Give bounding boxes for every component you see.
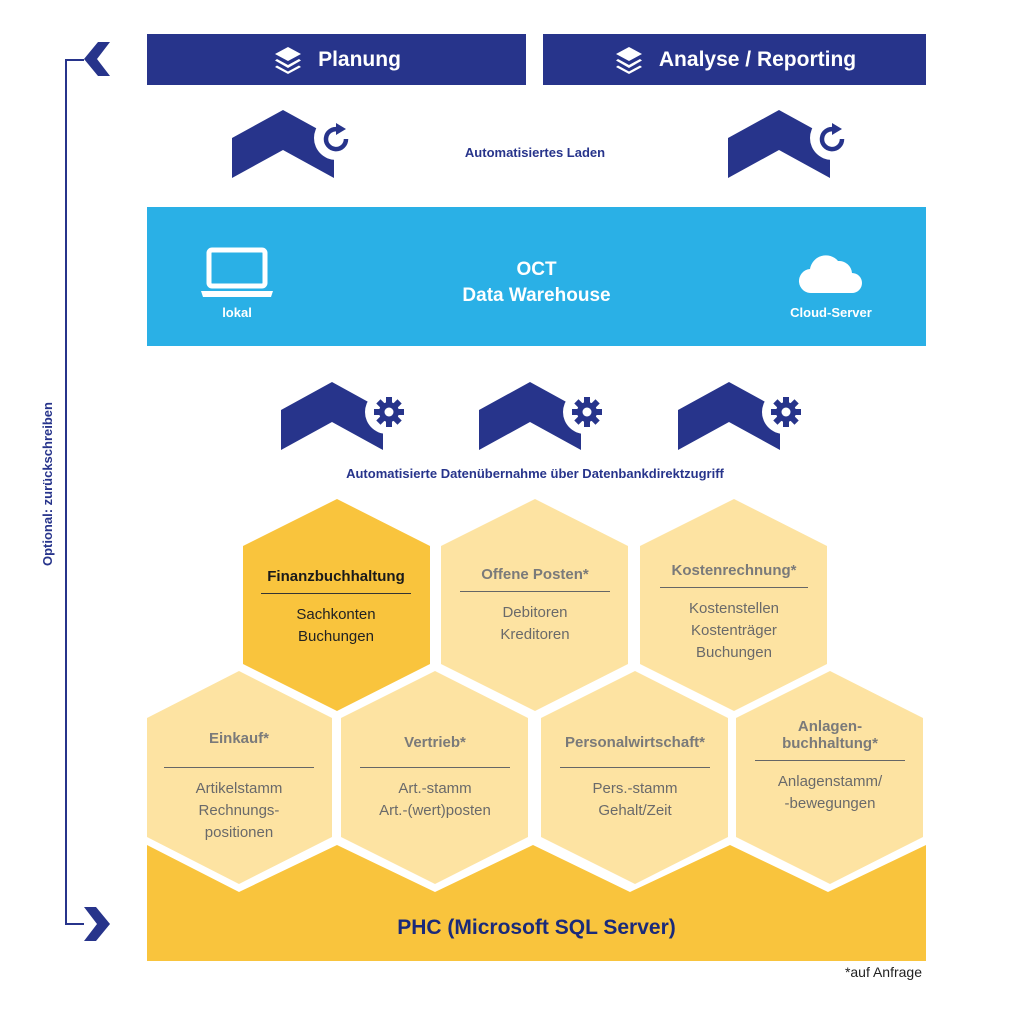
finanz-line1: Sachkonten bbox=[296, 606, 376, 623]
personal-line2: Gehalt/Zeit bbox=[598, 802, 672, 819]
anlagen-content: Anlagen- buchhaltung* Anlagenstamm/ -bew… bbox=[745, 718, 915, 815]
hex-vertrieb bbox=[341, 671, 528, 884]
personal-content: Personalwirtschaft* Pers.-stamm Gehalt/Z… bbox=[548, 734, 722, 822]
dwh-title-line2: Data Warehouse bbox=[462, 285, 611, 306]
up-chevron-icon bbox=[678, 382, 780, 450]
hex-kostenrechnung bbox=[640, 499, 827, 711]
anlagen-title-line2: buchhaltung* bbox=[782, 735, 878, 752]
vertrieb-title: Vertrieb* bbox=[404, 734, 466, 751]
up-chevron-icon bbox=[281, 382, 383, 450]
hex-einkauf bbox=[147, 671, 332, 884]
divider bbox=[164, 767, 314, 768]
transfer-arrow-1 bbox=[281, 382, 409, 450]
hex-anlagenbuchhaltung bbox=[736, 671, 923, 884]
load-arrow-right bbox=[728, 110, 854, 178]
vertrieb-content: Vertrieb* Art.-stamm Art.-(wert)posten bbox=[350, 734, 520, 822]
anlagen-line2: -bewegungen bbox=[784, 795, 876, 812]
transfer-label: Automatisierte Datenübernahme über Daten… bbox=[346, 466, 724, 481]
einkauf-line2: Rechnungs- bbox=[198, 802, 280, 819]
analyse-bar: Analyse / Reporting bbox=[543, 34, 926, 85]
up-chevron-icon bbox=[728, 110, 830, 178]
data-warehouse-box: lokal OCT Data Warehouse Cloud-Server bbox=[147, 207, 926, 346]
divider bbox=[261, 593, 411, 594]
gear-icon bbox=[572, 397, 602, 427]
einkauf-line3: positionen bbox=[204, 824, 274, 841]
loading-label: Automatisiertes Laden bbox=[464, 145, 606, 160]
writeback-bracket bbox=[65, 42, 110, 941]
gear-icon bbox=[771, 397, 801, 427]
laptop-icon bbox=[201, 247, 273, 297]
reload-icon bbox=[323, 126, 349, 152]
divider bbox=[560, 767, 710, 768]
local-label: lokal bbox=[222, 305, 252, 320]
kosten-line1: Kostenstellen bbox=[688, 600, 780, 617]
divider bbox=[755, 760, 905, 761]
vertrieb-line1: Art.-stamm bbox=[398, 780, 472, 797]
hex-offene-posten bbox=[441, 499, 628, 711]
chevron-left-icon bbox=[84, 42, 110, 76]
up-chevron-icon bbox=[479, 382, 581, 450]
offene-content: Offene Posten* Debitoren Kreditoren bbox=[450, 566, 620, 646]
hex-finanzbuchhaltung bbox=[243, 499, 430, 711]
up-chevron-icon bbox=[232, 110, 334, 178]
layers-icon bbox=[615, 46, 642, 74]
dwh-title-line1: OCT bbox=[516, 259, 557, 280]
divider bbox=[460, 591, 610, 592]
gear-icon bbox=[374, 397, 404, 427]
kosten-content: Kostenrechnung* Kostenstellen Kostenträg… bbox=[648, 562, 820, 664]
planung-bar: Planung bbox=[147, 34, 526, 85]
cloud-server-label: Cloud-Server bbox=[790, 305, 872, 320]
kosten-line2: Kostenträger bbox=[691, 622, 777, 639]
offene-title: Offene Posten* bbox=[481, 566, 589, 583]
hex-personalwirtschaft bbox=[541, 671, 728, 884]
phc-label: PHC (Microsoft SQL Server) bbox=[397, 916, 676, 939]
footnote: *auf Anfrage bbox=[844, 964, 922, 980]
divider bbox=[660, 587, 808, 588]
einkauf-content: Einkauf* Artikelstamm Rechnungs- positio… bbox=[155, 730, 323, 844]
divider bbox=[360, 767, 510, 768]
bracket-line bbox=[65, 59, 84, 925]
chevron-right-icon bbox=[84, 907, 110, 941]
offene-line2: Kreditoren bbox=[500, 626, 570, 643]
phc-base bbox=[147, 845, 926, 961]
analyse-label: Analyse / Reporting bbox=[658, 47, 857, 71]
anlagen-title-line1: Anlagen- bbox=[797, 718, 863, 735]
transfer-arrow-2 bbox=[479, 382, 607, 450]
personal-title: Personalwirtschaft* bbox=[564, 734, 706, 751]
finanz-content: Finanzbuchhaltung Sachkonten Buchungen bbox=[252, 568, 420, 648]
offene-line1: Debitoren bbox=[502, 604, 568, 621]
vertrieb-line2: Art.-(wert)posten bbox=[379, 802, 491, 819]
einkauf-title: Einkauf* bbox=[208, 730, 269, 747]
kosten-title: Kostenrechnung* bbox=[671, 562, 797, 579]
finanz-line2: Buchungen bbox=[298, 628, 374, 645]
kosten-line3: Buchungen bbox=[696, 644, 772, 661]
transfer-arrow-3 bbox=[678, 382, 806, 450]
planung-label: Planung bbox=[318, 47, 401, 71]
layers-icon bbox=[275, 46, 302, 74]
personal-line1: Pers.-stamm bbox=[592, 780, 678, 797]
load-arrow-left bbox=[232, 110, 358, 178]
anlagen-line1: Anlagenstamm/ bbox=[777, 773, 883, 790]
cloud-icon bbox=[798, 255, 862, 294]
reload-icon bbox=[819, 126, 845, 152]
finanz-title: Finanzbuchhaltung bbox=[267, 568, 405, 585]
einkauf-line1: Artikelstamm bbox=[195, 780, 283, 797]
